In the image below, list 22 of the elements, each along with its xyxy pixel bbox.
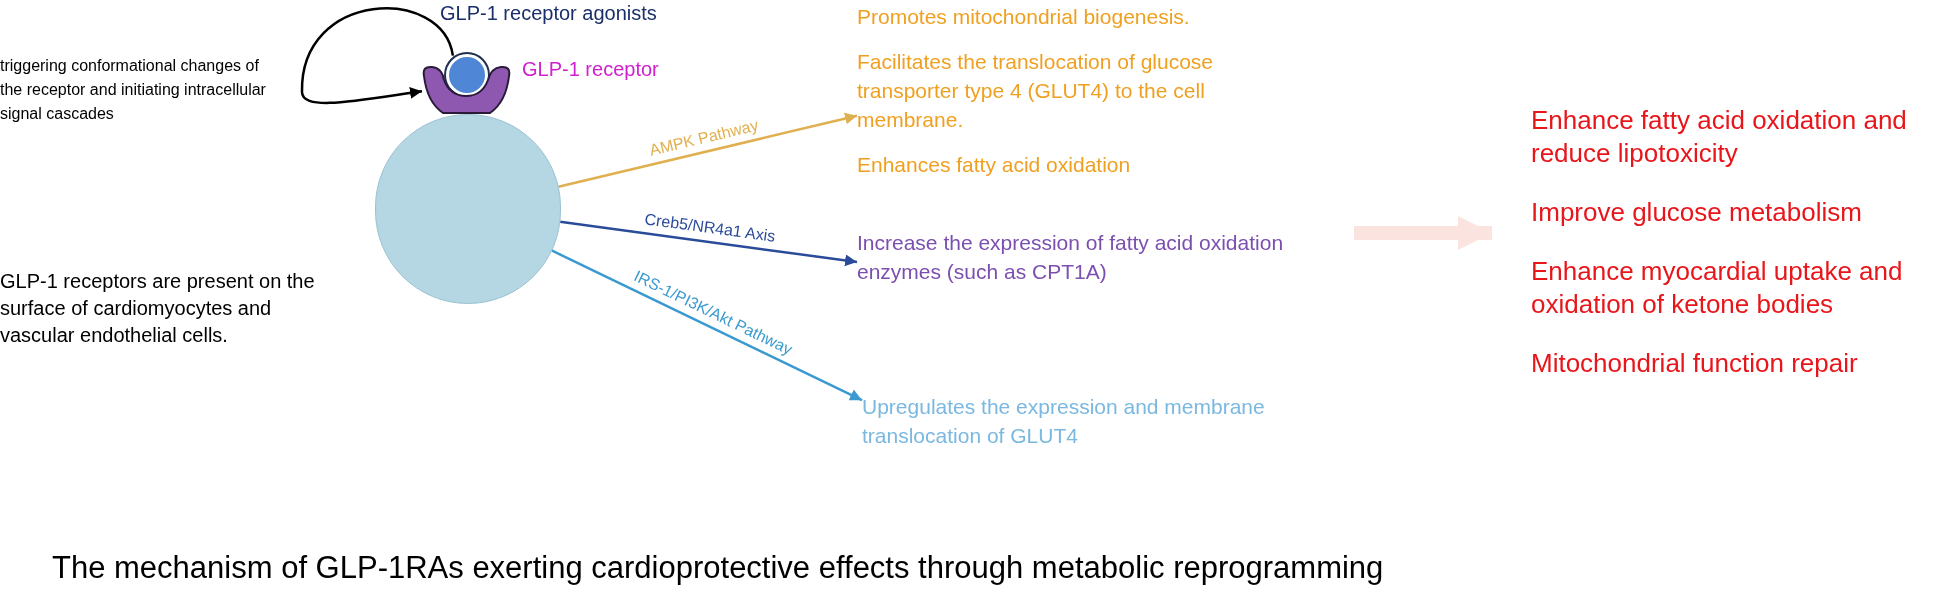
edge-label: Creb5/NR4a1 Axis: [643, 209, 778, 247]
caption: The mechanism of GLP-1RAs exerting cardioprotective effects through metabolic reprogramming: [52, 549, 1384, 587]
agonist-label: GLP-1 receptor agonists: [440, 1, 657, 26]
outcome-text: Enhance myocardial uptake and oxidation of ketone bodies: [1531, 255, 1904, 321]
arrow: [559, 220, 858, 267]
arrow: [1354, 216, 1492, 250]
effect-text: Increase the expression of fatty acid oxidation enzymes (such as CPT1A): [857, 230, 1285, 285]
note-text: GLP-1 receptors are present on the surface of cardiomyocytes and vascular endothelial cells.: [0, 269, 315, 348]
effect-text: Enhances fatty acid oxidation: [857, 152, 1132, 178]
receptor-drawing: [422, 65, 511, 114]
effect-text: Facilitates the translocation of glucose transporter type 4 (GLUT4) to the cell membrane.: [857, 49, 1215, 133]
edge-label: AMPK Pathway: [647, 115, 762, 161]
note-text: triggering conformational changes of the receptor and initiating intracellular signal cascades: [0, 56, 267, 124]
outcome-text: Mitochondrial function repair: [1531, 347, 1859, 380]
outcome-text: Enhance fatty acid oxidation and reduce lipotoxicity: [1531, 104, 1908, 170]
arrow: [558, 112, 858, 189]
receptor-label: GLP-1 receptor: [522, 57, 659, 82]
effect-text: Upregulates the expression and membrane translocation of GLUT4: [862, 394, 1266, 449]
arrow: [551, 249, 863, 402]
arrow: [300, 7, 455, 105]
effect-text: Promotes mitochondrial biogenesis.: [857, 4, 1191, 30]
outcome-text: Improve glucose metabolism: [1531, 196, 1863, 229]
